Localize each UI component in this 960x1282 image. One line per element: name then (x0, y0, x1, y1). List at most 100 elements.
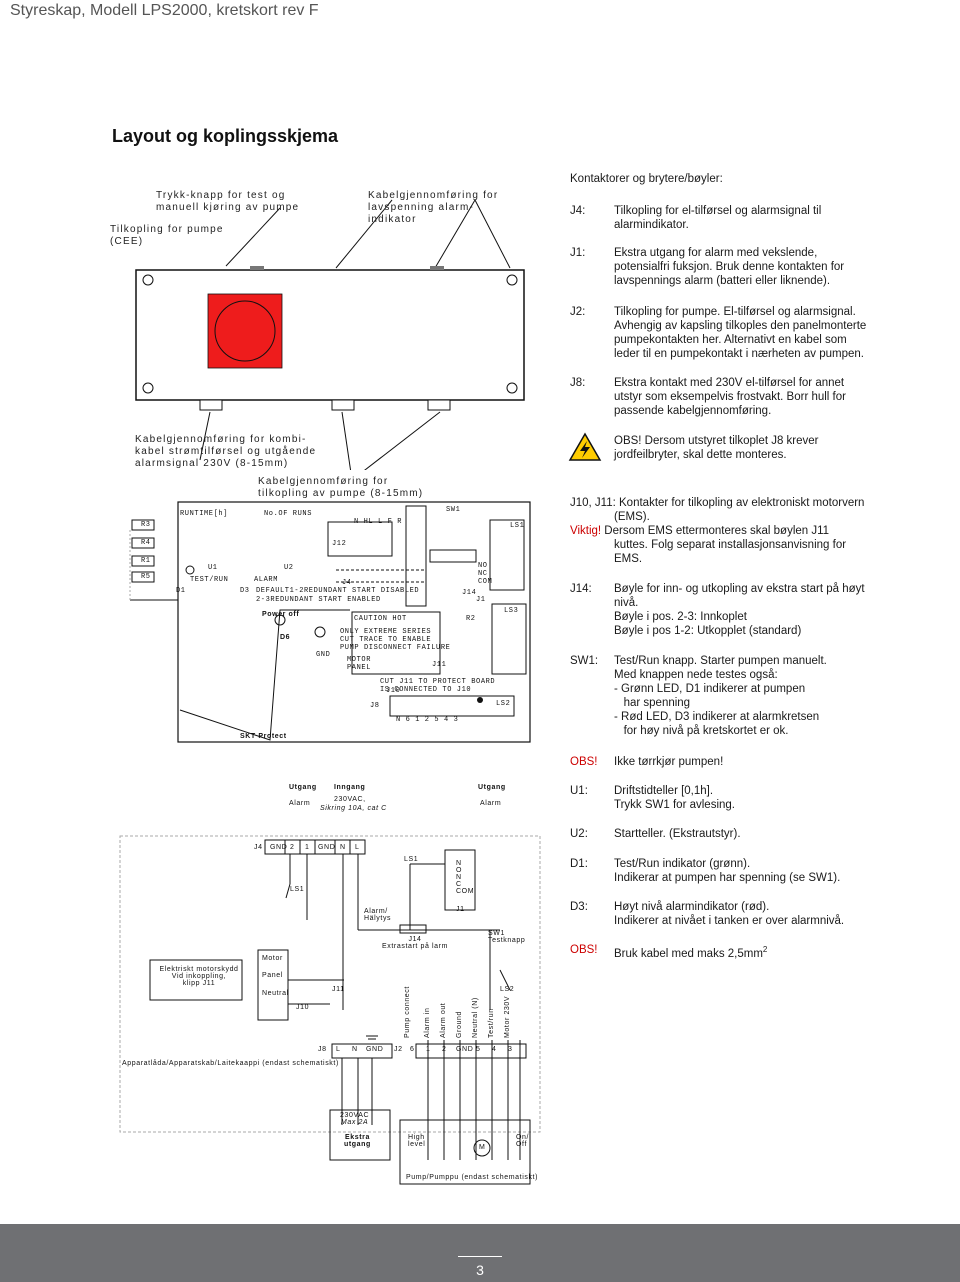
sch-j2-5: 5 (476, 1046, 481, 1053)
sch-j1: J1 (456, 906, 465, 913)
board-u1: U1 (208, 564, 218, 572)
callout-combi-cable: Kabelgjennomføring for kombi- kabel strø… (135, 434, 317, 469)
sch-j8-gnd: GND (366, 1046, 384, 1053)
sch-j2-6: 6 (410, 1046, 415, 1053)
sch-vertical-labels: Pump connect Alarm in Alarm out Ground N… (404, 986, 511, 1038)
sch-j2-2: 2 (442, 1046, 447, 1053)
sch-sikring: Sikring 10A, cat C (320, 805, 387, 812)
sch-panel: Panel (262, 972, 283, 979)
sch-j8-n: N (352, 1046, 358, 1053)
spec-j1: J1: Ekstra utgang for alarm med vekslend… (570, 247, 845, 287)
spec-j2: J2: Tilkopling for pumpe. El-tilførsel o… (570, 306, 867, 360)
board-default: DEFAULT1-2REDUNDANT START DISABLED (256, 587, 420, 595)
board-r1: R1 (141, 557, 151, 565)
spec-u1: U1: Driftstidteller [0,1h].Trykk SW1 for… (570, 785, 735, 811)
sch-j2: J2 (394, 1046, 403, 1053)
warning-icon (568, 432, 602, 461)
board-skt-protect: SKT Protect (240, 733, 287, 740)
wiring-schematic (119, 835, 541, 1185)
board-no-of-runs: No.OF RUNS (264, 510, 313, 518)
sch-j8-l: L (336, 1046, 341, 1053)
board-nhl: N HL L F R (354, 518, 403, 526)
spec-j14: J14: Bøyle for inn- og utkopling av ekst… (570, 583, 865, 637)
board-d1: D1 (176, 587, 186, 595)
spec-j8: J8: Ekstra kontakt med 230V el-tilførsel… (570, 377, 846, 417)
sch-utgang-left: Utgang (289, 784, 317, 791)
sch-neutral: Neutral (262, 990, 289, 997)
board-ls2: LS2 (496, 700, 511, 708)
spec-sw1: SW1: Test/Run knapp. Starter pumpen manu… (570, 655, 827, 737)
sch-alarm-hallytys: Alarm/Hälytys (364, 908, 392, 922)
callout-low-voltage: Kabelgjennomføring for lavspenning alarm… (368, 190, 499, 225)
board-j12: J12 (332, 540, 347, 548)
sch-alarm-right: Alarm (480, 800, 502, 807)
sch-ls1-left: LS1 (290, 886, 305, 893)
board-runtime: RUNTIME[h] (180, 510, 229, 518)
sch-j4-1: 1 (305, 844, 310, 851)
sch-j2-1: 1 (426, 1046, 431, 1053)
board-sw1: SW1 (446, 506, 461, 514)
spec-obs-dry-run: OBS! Ikke tørrkjør pumpen! (570, 756, 724, 768)
page-number: 3 (476, 1262, 484, 1278)
sch-ls2: LS2 (500, 986, 515, 993)
board-test-run: TEST/RUN (190, 576, 229, 584)
sch-j2-gnd: GND (456, 1046, 474, 1053)
board-power-off: Power off (262, 611, 300, 618)
page-footer (0, 1224, 960, 1282)
board-gnd: GND (316, 651, 331, 659)
page-header: Styreskap, Modell LPS2000, kretskort rev… (0, 0, 960, 36)
sch-j2-3: 3 (508, 1046, 513, 1053)
board-j4: J4 (342, 579, 352, 587)
sch-j4-gnd: GND (270, 844, 288, 851)
spec-intro: Kontaktorer og brytere/bøyler: (570, 173, 723, 185)
board-caution: CAUTION HOT (354, 615, 407, 623)
spec-u2: U2: Startteller. (Ekstrautstyr). (570, 828, 741, 840)
header-title: Styreskap, Modell LPS2000, kretskort rev… (10, 2, 319, 19)
spec-obs-warning: OBS! Dersom utstyret tilkoplet J8 krever… (614, 435, 819, 461)
callout-pump-cable: Kabelgjennomføring for tilkopling av pum… (258, 476, 424, 499)
spec-d3: D3: Høyt nivå alarmindikator (rød).Indik… (570, 901, 845, 927)
spec-obs-cable: OBS! Bruk kabel med maks 2,5mm2 (570, 944, 768, 960)
spec-j4: J4: Tilkopling for el-tilførsel og alarm… (570, 205, 822, 231)
callout-outlet: Tilkopling for pumpe (CEE) (110, 224, 224, 247)
sch-j4: J4 (254, 844, 263, 851)
footer-divider (458, 1256, 502, 1257)
board-j1: J1 (476, 596, 486, 604)
board-redundant: 2-3REDUNDANT START ENABLED (256, 596, 381, 604)
sch-pump-label: Pump/Pumppu (endast schematiskt) (406, 1174, 539, 1181)
board-n-row: N 6 1 2 5 4 3 (396, 716, 459, 724)
sch-j2-4: 4 (492, 1046, 497, 1053)
sch-230vac: 230VAC, (334, 796, 366, 803)
board-j14: J14 (462, 589, 477, 597)
sch-inngang: Inngang (334, 784, 366, 791)
sch-apparat: Apparatlåda/Apparatskab/Laitekaappi (end… (122, 1060, 339, 1067)
board-alarm: ALARM (254, 576, 279, 584)
viktig-label: Viktig! (570, 525, 602, 537)
board-j11: J11 (432, 661, 447, 669)
board-d6: D6 (280, 634, 291, 641)
sch-ls1-right: LS1 (404, 856, 419, 863)
enclosure-drawing (135, 199, 525, 470)
board-u2: U2 (284, 564, 294, 572)
sch-j11: J11 (332, 986, 345, 993)
board-j8: J8 (370, 702, 380, 710)
board-r4: R4 (141, 539, 151, 547)
sch-j4-gnd2: GND (318, 844, 336, 851)
spec-d1: D1: Test/Run indikator (grønn).Indikerar… (570, 858, 841, 884)
sch-j10: J10 (296, 1004, 310, 1011)
callout-push-button: Trykk-knapp for test og manuell kjøring … (156, 190, 300, 213)
board-ls3: LS3 (504, 607, 519, 615)
sch-j8: J8 (318, 1046, 327, 1053)
sch-on-off: On/Off (516, 1134, 530, 1148)
board-r5: R5 (141, 573, 151, 581)
board-r3: R3 (141, 521, 151, 529)
